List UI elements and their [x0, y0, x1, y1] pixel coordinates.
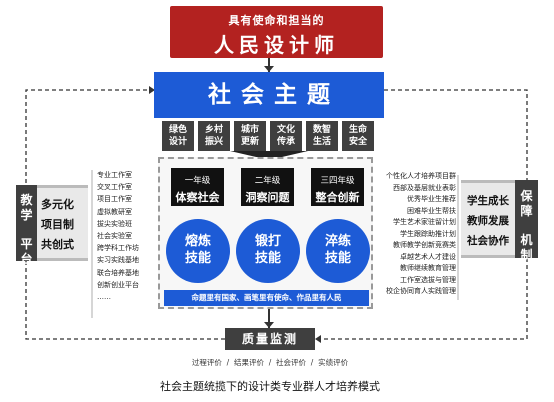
circle-line1: 锻打 — [254, 234, 281, 249]
list-item: 优秀毕业生推荐 — [407, 195, 456, 203]
guarantee-mechanism-box — [461, 180, 515, 258]
stage-name: 体察社会 — [175, 191, 220, 204]
stage-grade34: 三四年级 整合创新 — [311, 168, 364, 206]
stage-grade: 三四年级 — [320, 176, 355, 186]
tab-line1: 城市 — [240, 125, 259, 135]
tab-line2: 设计 — [168, 137, 187, 147]
tab-line1: 绿色 — [168, 125, 187, 135]
tab-line2: 生活 — [312, 137, 331, 147]
list-item: 社会实验室 — [97, 232, 132, 241]
label-bottom: 机制 — [520, 233, 533, 262]
evaluation-types: 过程评价 / 结果评价 / 社会评价 / 实绩评价 — [191, 358, 349, 367]
list-item: 卓越艺术人才建设 — [400, 252, 456, 261]
left-list: 专业工作室 交叉工作室 项目工作室 虚拟教研室 拔尖实验班 社会实验室 跨学科工… — [97, 169, 157, 303]
stage-name: 整合创新 — [315, 191, 360, 204]
circle-temper: 淬练 技能 — [306, 219, 370, 283]
slogan-bar: 命题里有国家、画笔里有使命、作品里有人民 — [164, 290, 369, 306]
tab-line2: 更新 — [240, 137, 259, 147]
left-item: 共创式 — [41, 238, 74, 251]
circle-line2: 技能 — [254, 251, 281, 266]
circle-smelt: 熔炼 技能 — [166, 219, 230, 283]
label-top: 教学 — [20, 193, 33, 222]
teaching-platform-box — [37, 185, 88, 261]
tab-line1: 生命 — [348, 125, 367, 135]
top-banner-line1: 具有使命和担当的 — [228, 14, 325, 27]
circle-line1: 淬练 — [324, 234, 351, 249]
list-item: 创新创业平台 — [97, 280, 139, 289]
list-item: 联合培养基地 — [97, 268, 139, 277]
top-banner: 具有使命和担当的 人民设计师 — [170, 6, 383, 58]
left-item: 多元化 — [41, 198, 74, 211]
right-item: 教师发展 — [467, 215, 509, 227]
list-item: 专业工作室 — [97, 171, 132, 179]
quality-monitoring-box: 质量监测 — [225, 328, 315, 350]
circle-line2: 技能 — [184, 251, 211, 266]
list-item: 个性化人才培养项目群 — [386, 172, 456, 180]
tab-green-design: 绿色设计 — [162, 121, 194, 151]
tab-line2: 振兴 — [204, 137, 223, 147]
tab-digital: 数智生活 — [306, 121, 338, 151]
list-item: …… — [97, 293, 111, 302]
list-item: 西部及基层就业表彰 — [393, 183, 456, 192]
tab-line1: 乡村 — [204, 125, 223, 135]
guarantee-mechanism-label: 保障 机制 — [515, 180, 538, 262]
list-item: 学生艺术家驻留计划 — [393, 218, 456, 226]
label-top: 保障 — [520, 189, 533, 218]
list-item: 交叉工作室 — [97, 183, 132, 192]
tab-line1: 数智 — [312, 125, 331, 135]
list-item: 跨学科工作坊 — [97, 244, 139, 253]
circle-line2: 技能 — [324, 251, 351, 266]
top-banner-line2: 人民设计师 — [214, 33, 339, 57]
stage-grade2: 二年级 洞察问题 — [241, 168, 294, 206]
tab-line2: 传承 — [276, 137, 295, 147]
tab-safety: 生命安全 — [342, 121, 374, 151]
list-item: 项目工作室 — [97, 195, 132, 204]
list-item: 教师教学创新竞赛类 — [393, 241, 456, 249]
figure-caption: 社会主题统揽下的设计类专业群人才培养模式 — [160, 380, 380, 393]
list-item: 学生跟踪助推计划 — [400, 229, 456, 238]
right-list: 个性化人才培养项目群 西部及基层就业表彰 优秀毕业生推荐 困难毕业生帮扶 学生艺… — [374, 171, 456, 298]
left-item: 项目制 — [41, 218, 74, 231]
list-item: 校企协同育人实践管理 — [386, 287, 456, 295]
circle-forge: 锻打 技能 — [236, 219, 300, 283]
list-item: 虚拟教研室 — [97, 207, 132, 216]
tab-rural: 乡村振兴 — [198, 121, 230, 151]
right-item: 社会协作 — [467, 235, 509, 247]
list-item: 工作室选拔与管理 — [400, 275, 456, 284]
theme-banner: 社会主题 — [154, 72, 384, 118]
tab-urban: 城市更新 — [234, 121, 266, 151]
list-item: 实习实践基地 — [97, 256, 139, 265]
list-item: 困难毕业生帮扶 — [407, 206, 456, 215]
list-item: 拔尖实验班 — [97, 219, 132, 228]
tab-culture: 文化传承 — [270, 121, 302, 151]
stage-name: 洞察问题 — [245, 191, 290, 204]
tab-line2: 安全 — [348, 137, 367, 147]
right-item: 学生成长 — [467, 195, 509, 207]
tab-line1: 文化 — [276, 125, 295, 135]
stage-grade: 一年级 — [184, 176, 211, 186]
stage-grade: 二年级 — [254, 176, 281, 186]
teaching-platform-label: 教学 平台 — [16, 185, 37, 266]
list-item: 教师继续教育管理 — [400, 264, 456, 272]
stage-grade1: 一年级 体察社会 — [171, 168, 224, 206]
circle-line1: 熔炼 — [184, 234, 211, 249]
label-bottom: 平台 — [20, 237, 33, 266]
